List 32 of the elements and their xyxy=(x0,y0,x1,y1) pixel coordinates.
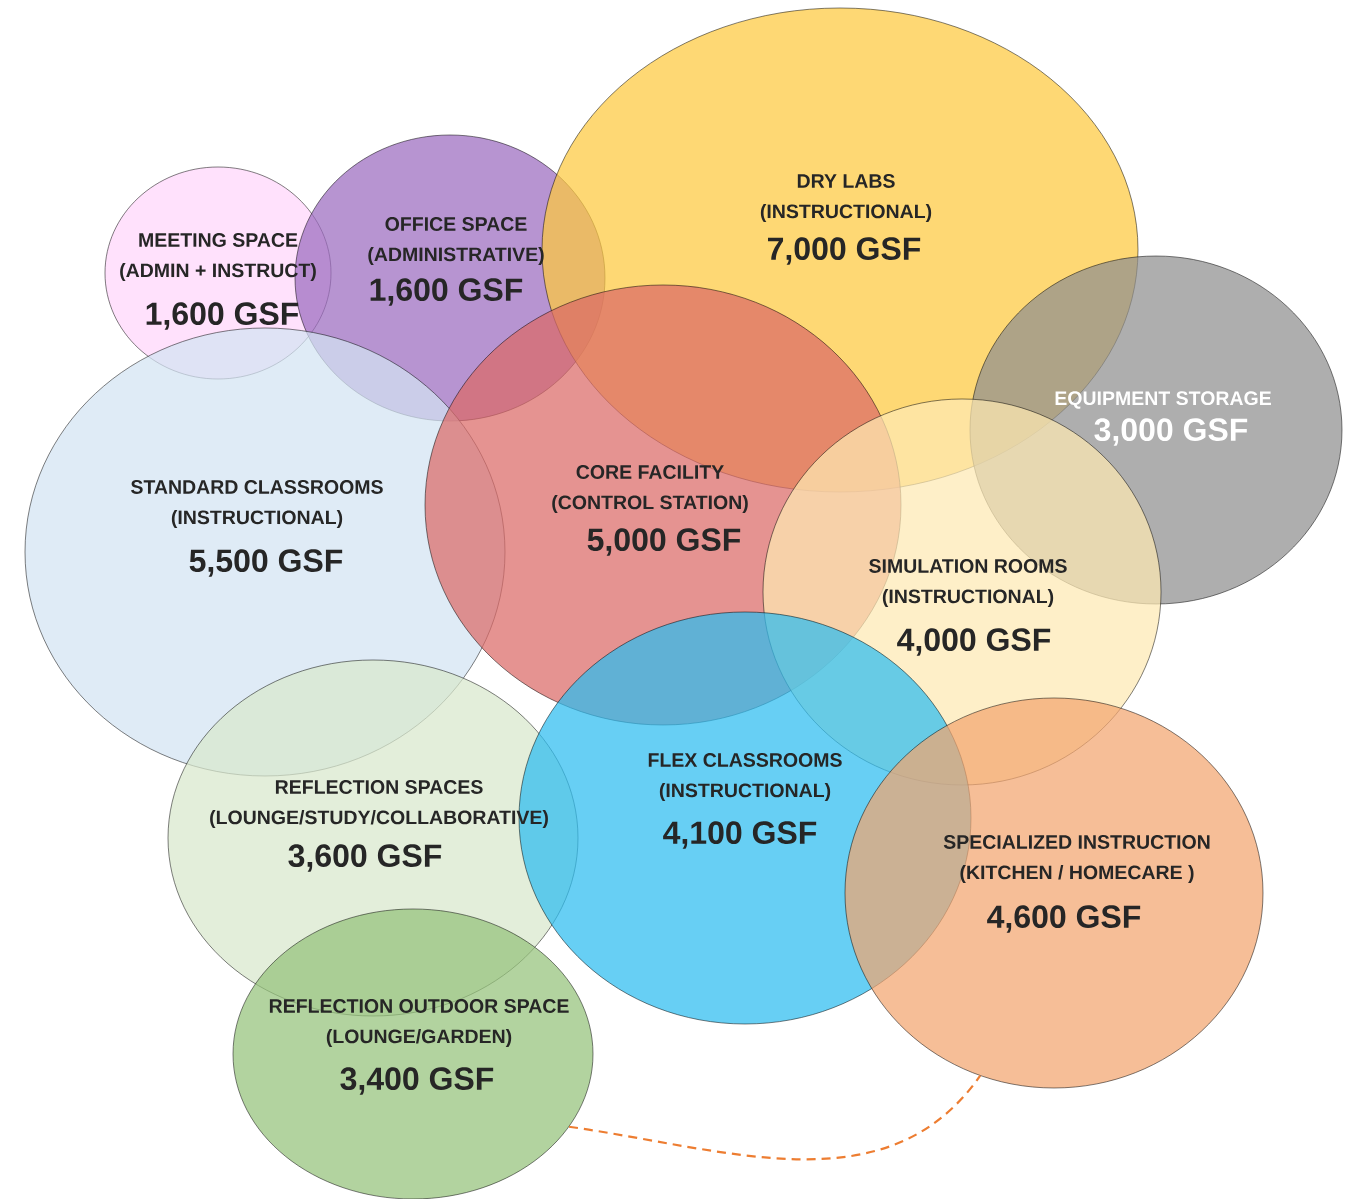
space-label: FLEX CLASSROOMS xyxy=(648,753,842,767)
area-label: 7,000 GSF xyxy=(768,237,921,265)
dashed-connector xyxy=(568,1075,982,1161)
area-label: 4,000 GSF xyxy=(897,628,1051,656)
space-label: STANDARD CLASSROOMS xyxy=(131,480,383,494)
space-label: (INSTRUCTIONAL) xyxy=(882,588,1054,608)
area-label: 1,600 GSF xyxy=(146,302,299,330)
space-label: REFLECTION SPACES xyxy=(275,780,483,794)
space-label: MEETING SPACE xyxy=(139,233,298,247)
area-label: 1,600 GSF xyxy=(370,278,523,306)
space-label: (INSTRUCTIONAL) xyxy=(659,782,831,802)
space-ellipse xyxy=(232,908,594,1199)
area-label: 3,600 GSF xyxy=(288,844,442,872)
space-label: (INSTRUCTIONAL) xyxy=(760,203,932,223)
space-label: OFFICE SPACE xyxy=(385,217,527,231)
space-label: SPECIALIZED INSTRUCTION xyxy=(943,835,1210,849)
area-label: 5,000 GSF xyxy=(587,528,741,556)
area-label: 4,100 GSF xyxy=(663,821,817,849)
space-label: DRY LABS xyxy=(797,174,895,188)
space-label: (CONTROL STATION) xyxy=(552,494,748,514)
space-label: (KITCHEN / HOMECARE ) xyxy=(960,864,1194,884)
space-label: SIMULATION ROOMS xyxy=(869,559,1067,573)
area-label: 3,000 GSF xyxy=(1094,418,1248,446)
area-label: 4,600 GSF xyxy=(987,905,1141,933)
area-label: 5,500 GSF xyxy=(189,549,343,577)
space-label: (LOUNGE/GARDEN) xyxy=(326,1028,512,1048)
space-label: (INSTRUCTIONAL) xyxy=(171,509,343,529)
space-label: REFLECTION OUTDOOR SPACE xyxy=(269,999,569,1013)
space-label: EQUIPMENT STORAGE xyxy=(1055,391,1271,409)
space-label: CORE FACILITY xyxy=(576,465,724,479)
area-label: 3,400 GSF xyxy=(340,1067,494,1095)
space-ellipse xyxy=(844,697,1264,1089)
